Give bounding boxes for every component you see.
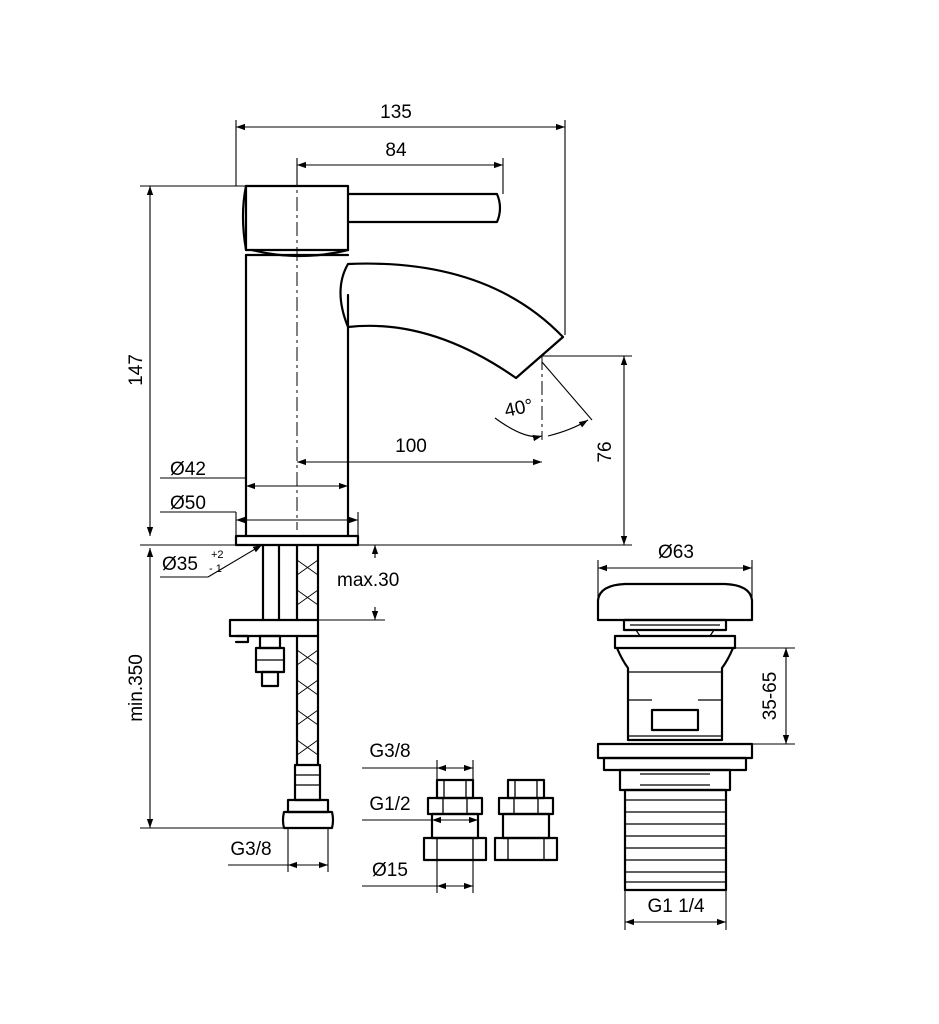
faucet-outline	[234, 184, 565, 547]
label-hole-diameter: Ø35	[162, 554, 198, 575]
label-spout-reach: 100	[395, 436, 427, 457]
adapter-dimensions	[362, 760, 478, 893]
label-adapter-pipe: Ø15	[372, 860, 408, 881]
label-adapter-thread-top: G3/8	[369, 741, 410, 762]
waste-dimensions	[597, 560, 795, 930]
label-base-diameter: Ø50	[170, 493, 206, 514]
waste-valve	[596, 582, 754, 892]
label-hole-tol-plus: +2	[211, 549, 224, 561]
dimension-labels: 135 84 147 100 40° 76 Ø42 Ø50 Ø35 +2 - 1…	[126, 102, 781, 917]
label-waste-thread: G1 1/4	[647, 896, 704, 917]
adapter-fittings	[422, 778, 559, 862]
label-height: 147	[126, 354, 147, 386]
label-spout-height: 76	[595, 441, 616, 462]
label-hole-tol-minus: - 1	[209, 563, 222, 575]
label-adapter-thread-mid: G1/2	[369, 794, 410, 815]
dimension-lines	[140, 120, 632, 872]
label-body-diameter: Ø42	[170, 459, 206, 480]
label-hose-thread: G3/8	[230, 839, 271, 860]
label-spout-angle: 40°	[503, 395, 535, 422]
label-waste-cap: Ø63	[658, 542, 694, 563]
label-overall-width: 135	[380, 102, 412, 123]
label-waste-range: 35-65	[760, 672, 781, 721]
mounting-kit	[228, 543, 335, 830]
label-hose-length: min.350	[126, 654, 147, 722]
centre-lines	[296, 172, 543, 530]
label-deck-thickness: max.30	[337, 570, 399, 591]
label-lever-length: 84	[385, 140, 407, 161]
